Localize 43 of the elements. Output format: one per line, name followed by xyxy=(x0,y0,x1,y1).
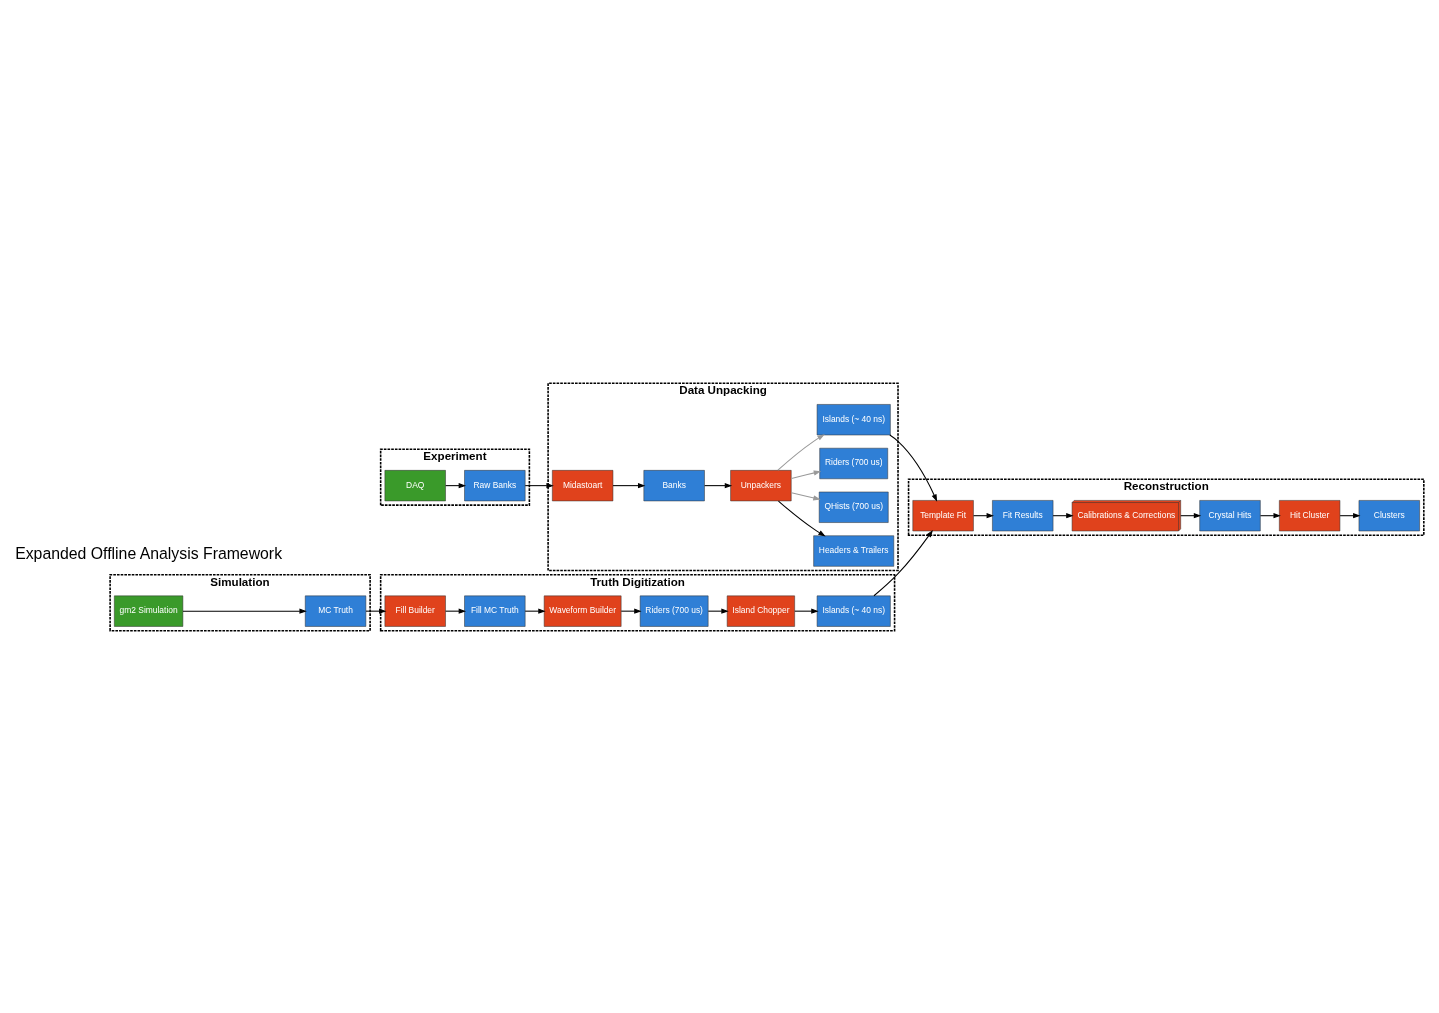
node-box: Template Fit xyxy=(912,499,974,531)
arrow xyxy=(1259,512,1281,518)
arrow xyxy=(873,529,933,596)
node-box: gm2 Simulation xyxy=(114,595,184,627)
arrow xyxy=(182,608,307,614)
arrow xyxy=(889,434,938,502)
arrow xyxy=(612,482,646,488)
arrow xyxy=(365,608,387,614)
arrow xyxy=(704,482,733,488)
node-box: Riders (700 us) xyxy=(819,447,888,479)
node-box: Fit Results xyxy=(992,499,1054,531)
arrow xyxy=(524,608,546,614)
label: Expanded Offline Analysis Framework xyxy=(15,544,283,562)
arrow xyxy=(790,491,821,500)
arrow xyxy=(777,433,825,471)
node-box: Crystal Hits xyxy=(1199,499,1261,531)
node-box: Banks xyxy=(643,469,705,501)
arrow xyxy=(790,469,822,479)
arrow xyxy=(1339,512,1361,518)
arrow xyxy=(445,608,467,614)
node-box: Island Chopper xyxy=(726,595,795,627)
node-box: QHists (700 us) xyxy=(818,491,889,523)
node-box: DAQ xyxy=(384,469,446,501)
node-box: Islands (~ 40 ns) xyxy=(816,595,891,627)
node-box: Waveform Builder xyxy=(543,595,622,627)
node-box: Riders (700 us) xyxy=(639,595,709,627)
node-box: Fill Builder xyxy=(384,595,446,627)
arrow xyxy=(524,482,554,488)
arrow xyxy=(1052,512,1074,518)
arrow xyxy=(445,482,467,488)
arrow xyxy=(1180,512,1202,518)
node-box: Raw Banks xyxy=(464,469,526,501)
node-box: MC Truth xyxy=(304,595,367,627)
node-box: Unpackers xyxy=(730,469,792,501)
arrow xyxy=(777,500,826,536)
arrow xyxy=(707,608,729,614)
node-box: Fill MC Truth xyxy=(464,595,526,627)
node-box: Hit Cluster xyxy=(1279,499,1341,531)
arrow xyxy=(620,608,642,614)
node-box: Headers & Trailers xyxy=(813,534,895,567)
node-box: Midastoart xyxy=(552,469,614,501)
node-box: Islands (~ 40 ns) xyxy=(816,403,891,435)
node-box: Clusters xyxy=(1358,499,1420,531)
